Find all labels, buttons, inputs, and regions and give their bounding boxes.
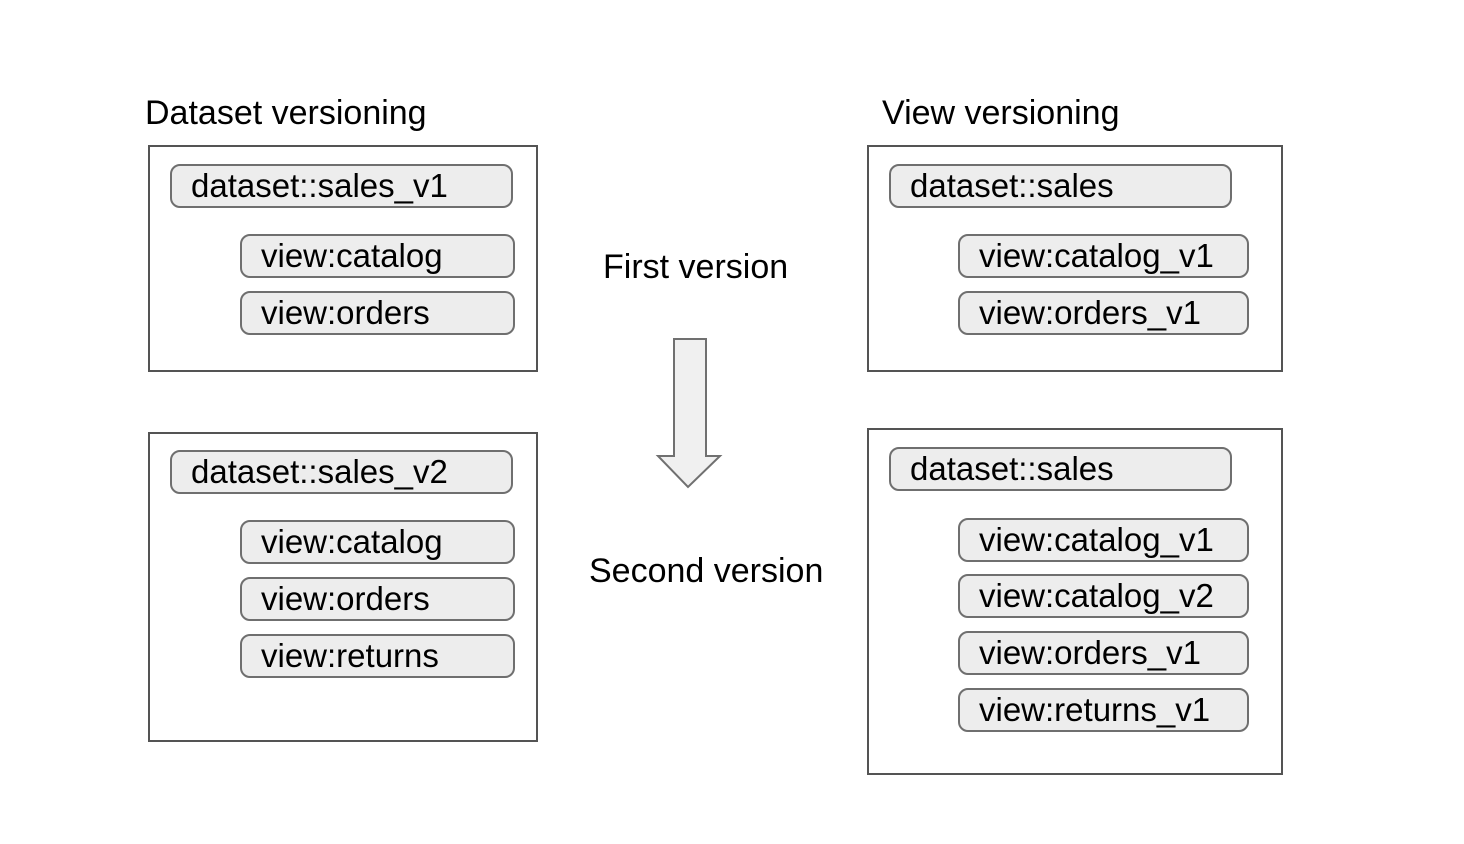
dataset-versioning-first-box: dataset::sales_v1 view:catalog view:orde… bbox=[148, 145, 538, 372]
view-pill: view:orders bbox=[240, 291, 515, 335]
down-arrow-icon bbox=[650, 333, 730, 493]
dataset-pill: dataset::sales bbox=[889, 164, 1232, 208]
dataset-pill: dataset::sales_v2 bbox=[170, 450, 513, 494]
view-pill: view:catalog_v1 bbox=[958, 234, 1249, 278]
view-pill: view:catalog_v2 bbox=[958, 574, 1249, 618]
view-versioning-first-box: dataset::sales view:catalog_v1 view:orde… bbox=[867, 145, 1283, 372]
second-version-label: Second version bbox=[589, 552, 824, 590]
first-version-label: First version bbox=[603, 248, 789, 286]
view-pill: view:orders_v1 bbox=[958, 291, 1249, 335]
view-versioning-second-box: dataset::sales view:catalog_v1 view:cata… bbox=[867, 428, 1283, 775]
view-pill: view:returns_v1 bbox=[958, 688, 1249, 732]
dataset-versioning-second-box: dataset::sales_v2 view:catalog view:orde… bbox=[148, 432, 538, 742]
view-versioning-heading: View versioning bbox=[882, 94, 1120, 132]
dataset-versioning-heading: Dataset versioning bbox=[145, 94, 427, 132]
dataset-pill: dataset::sales bbox=[889, 447, 1232, 491]
view-pill: view:returns bbox=[240, 634, 515, 678]
view-pill: view:catalog_v1 bbox=[958, 518, 1249, 562]
view-pill: view:orders bbox=[240, 577, 515, 621]
view-pill: view:orders_v1 bbox=[958, 631, 1249, 675]
dataset-pill: dataset::sales_v1 bbox=[170, 164, 513, 208]
view-pill: view:catalog bbox=[240, 234, 515, 278]
view-pill: view:catalog bbox=[240, 520, 515, 564]
